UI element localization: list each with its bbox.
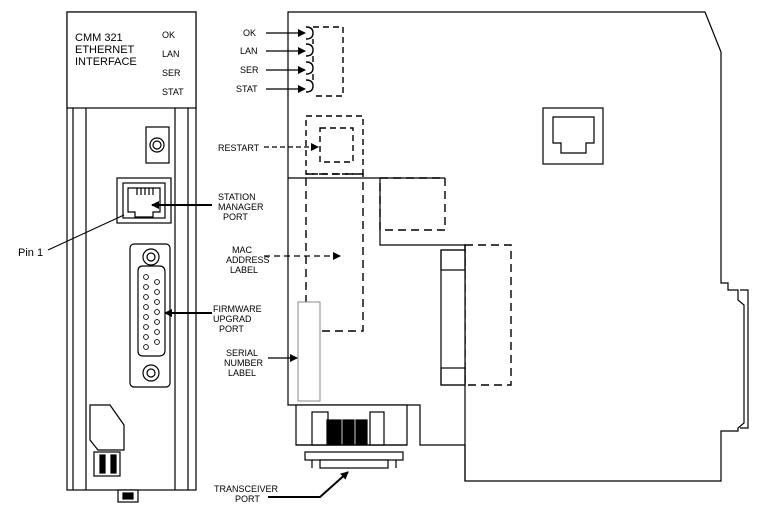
side-led-group bbox=[305, 26, 314, 93]
mac-label-3: LABEL bbox=[230, 265, 258, 275]
mac-address-dashed-area bbox=[305, 173, 364, 332]
led-label-ser: SER bbox=[162, 68, 181, 78]
station-manager-label-3: PORT bbox=[223, 212, 248, 222]
side-led-label-lan: LAN bbox=[240, 46, 258, 56]
led-label-lan: LAN bbox=[162, 49, 180, 59]
mac-label-1: MAC bbox=[232, 245, 253, 255]
module-title-line-2: ETHERNET bbox=[75, 44, 135, 56]
transceiver-arrow bbox=[268, 471, 349, 498]
pin1-label: Pin 1 bbox=[18, 247, 43, 259]
bottom-latch bbox=[89, 404, 125, 451]
firmware-label-2: UPGRAD bbox=[213, 314, 252, 324]
mac-label-2: ADDRESS bbox=[226, 255, 270, 265]
transceiver-label-1: TRANSCEIVER bbox=[214, 484, 279, 494]
station-manager-label-1: STATION bbox=[218, 192, 256, 202]
db-pins bbox=[143, 274, 160, 350]
module-label-panel bbox=[66, 11, 197, 109]
restart-label: RESTART bbox=[218, 143, 260, 153]
station-manager-port-outline bbox=[116, 177, 172, 224]
firmware-label-1: FIRMWARE bbox=[213, 304, 262, 314]
restart-button-front bbox=[145, 126, 170, 164]
led-label-ok: OK bbox=[162, 30, 175, 40]
upper-dashed-component bbox=[379, 177, 446, 231]
pin1-leader bbox=[47, 214, 125, 251]
transceiver-label-2: PORT bbox=[235, 494, 260, 504]
side-led-label-ser: SER bbox=[240, 65, 259, 75]
firmware-label-3: PORT bbox=[219, 324, 244, 334]
serial-label-1: SERIAL bbox=[226, 348, 258, 358]
serial-label-2: NUMBER bbox=[224, 358, 264, 368]
side-view-body bbox=[287, 11, 745, 482]
front-view bbox=[66, 11, 197, 503]
side-led-label-stat: STAT bbox=[236, 84, 258, 94]
side-view bbox=[287, 11, 749, 482]
serial-number-label-area bbox=[297, 301, 321, 402]
db-connector-shell bbox=[137, 265, 166, 357]
module-title-line-3: INTERFACE bbox=[75, 56, 137, 68]
station-manager-label-2: MANAGER bbox=[218, 202, 264, 212]
module-title-line-1: CMM 321 bbox=[75, 32, 123, 44]
side-led-label-ok: OK bbox=[243, 28, 256, 38]
led-label-stat: STAT bbox=[162, 87, 184, 97]
serial-label-3: LABEL bbox=[228, 368, 256, 378]
